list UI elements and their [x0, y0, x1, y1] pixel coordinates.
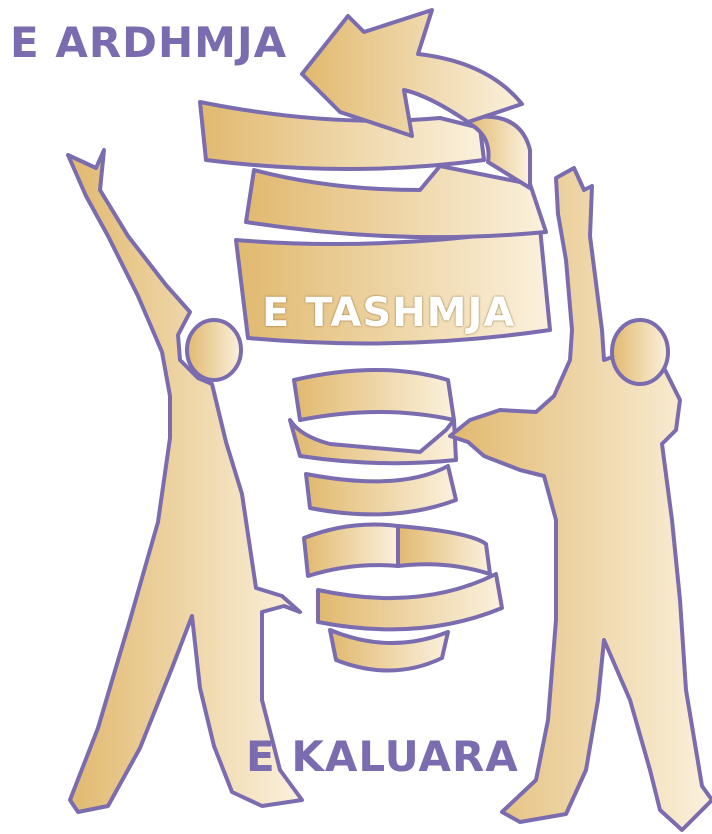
spiral-coil-2	[246, 166, 546, 237]
label-future: E ARDHMJA	[10, 22, 287, 64]
spiral-coil-3	[294, 370, 454, 420]
spiral-coil-5	[304, 525, 398, 577]
spiral-coil-6	[318, 574, 502, 629]
right-person-head	[612, 320, 668, 384]
spiral-coil-4	[306, 466, 456, 514]
spiral-coil-3b	[290, 420, 456, 463]
label-present: E TASHMJA	[262, 293, 515, 333]
label-past: E KALUARA	[246, 736, 519, 778]
spiral-arrow-head	[302, 10, 522, 136]
spiral-coil-5b	[398, 526, 490, 574]
spiral-coil-7	[330, 630, 448, 671]
left-person-head	[187, 320, 241, 380]
